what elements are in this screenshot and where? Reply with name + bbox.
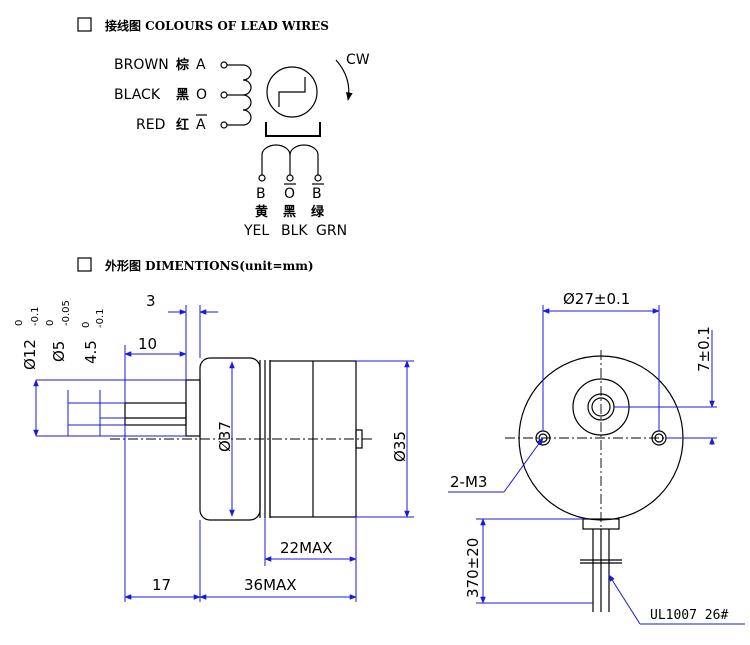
dim-d45: 4.5: [82, 340, 100, 364]
terminal-a: [220, 61, 228, 69]
rotation-label: CW: [346, 52, 370, 68]
dim-len10: 10: [138, 335, 157, 353]
dim-lead-len: 370±20: [464, 538, 482, 598]
dim-len3: 3: [146, 292, 156, 310]
dim-d5: Ø5: [50, 341, 68, 362]
terminal-b-bar: [314, 174, 322, 182]
terminal-o2: [286, 174, 294, 182]
side-view: Ø12 0 -0.1 Ø5 0 -0.05 4.5 0 -0.1 3 10 Ø3…: [14, 292, 414, 602]
dim-d5-tol-upper: 0: [45, 320, 56, 326]
stator-bracket: [265, 122, 321, 137]
dim-len22: 22MAX: [280, 539, 333, 557]
wiring-diagram: BROWN 棕 A BLACK 黑 O RED 红 A CW: [114, 52, 370, 239]
wire-cn-black: 黑: [176, 88, 189, 103]
wire-label-black: BLACK: [114, 87, 161, 103]
color-yel: YEL: [243, 223, 269, 239]
dim-d12-tol-lower: -0.1: [30, 306, 41, 326]
wire-phase-a: A: [196, 57, 206, 73]
terminal-b: [258, 174, 266, 182]
phase-o-bar: O: [284, 186, 295, 202]
wire-phase-a-bar: A: [196, 117, 206, 133]
dim-d37: Ø37: [216, 421, 234, 452]
rotor-circle: [266, 66, 318, 118]
wiring-section-title: 接线图 COLOURS OF LEAD WIRES: [105, 18, 329, 33]
wire-cn-red: 红: [176, 117, 189, 133]
dimensions-section-title: 外形图 DIMENTIONS(unit=mm): [105, 258, 314, 273]
dim-d35: Ø35: [391, 431, 409, 462]
phase-b: B: [256, 186, 266, 202]
terminal-o: [220, 91, 228, 99]
dim-len36: 36MAX: [244, 576, 297, 594]
dim-d12: Ø12: [21, 339, 39, 370]
front-view: Ø27±0.1 7±0.1 2-M3 370±20 UL1007 26#: [448, 290, 745, 625]
dim-off7: 7±0.1: [695, 326, 713, 372]
shaft-inner: [591, 397, 611, 417]
boss: [185, 379, 201, 437]
dim-d12-tol-upper: 0: [14, 320, 25, 326]
wiring-section-checkbox: [77, 17, 92, 32]
color-blk: BLK: [281, 223, 308, 239]
dim-d45-tol-lower: -0.1: [95, 308, 106, 328]
cn-black: 黑: [283, 205, 296, 220]
wire-label-brown: BROWN: [114, 57, 169, 73]
dim-d5-tol-lower: -0.05: [61, 300, 72, 326]
color-grn: GRN: [316, 223, 347, 239]
dim-d27: Ø27±0.1: [563, 290, 630, 308]
dim-d45-tol-upper: 0: [81, 322, 92, 328]
wire-cn-brown: 棕: [175, 57, 189, 73]
coil-vertical: [242, 64, 252, 126]
dim-len17: 17: [152, 576, 171, 594]
rotor-symbol: [278, 77, 306, 107]
phase-b-bar: B: [312, 186, 322, 202]
dimensions-section-checkbox: [77, 257, 92, 272]
dim-holes: 2-M3: [450, 473, 487, 491]
cn-green: 绿: [311, 204, 325, 220]
cn-yellow: 黄: [255, 204, 268, 220]
wire-label-red: RED: [136, 117, 165, 133]
dim-lead-spec: UL1007 26#: [650, 608, 728, 623]
rotation-arrow: [335, 59, 353, 101]
terminal-a-bar: [220, 121, 228, 129]
shaft: [124, 402, 187, 426]
wire-phase-o: O: [196, 87, 207, 103]
